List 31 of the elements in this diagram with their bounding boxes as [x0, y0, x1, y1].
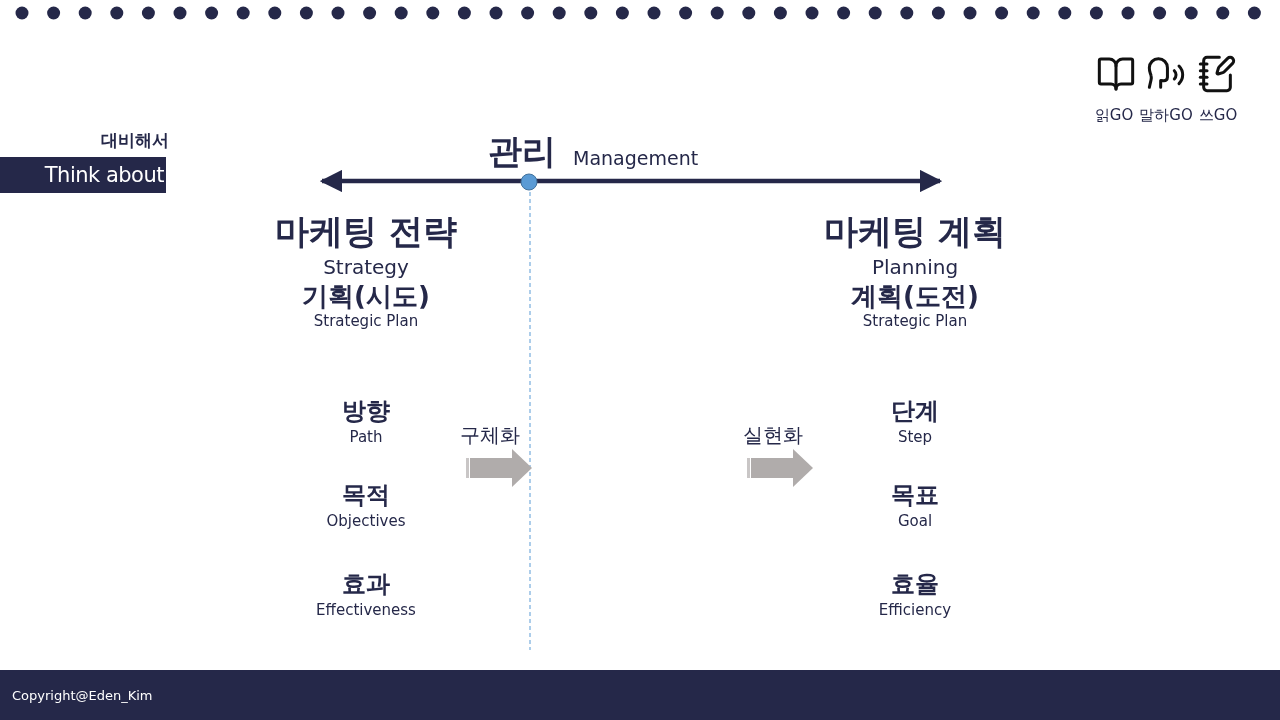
korean-term: 효율 [891, 569, 939, 599]
english-term: Step [897, 428, 933, 447]
korean-term: 효과 [342, 569, 390, 599]
korean-term: 목적 [342, 480, 390, 510]
english-term: Planning [871, 254, 959, 280]
subtitle-text: 대비해서 [101, 128, 169, 152]
korean-term: 목표 [891, 480, 939, 510]
english-term: Strategic Plan [313, 312, 419, 331]
icon-caption: 읽GO [1094, 105, 1134, 125]
korean-term: 계획(도전) [851, 279, 979, 312]
korean-term: 단계 [891, 396, 939, 426]
arrow-caption: 구체화 [460, 421, 520, 449]
axis-subtitle: Management [573, 147, 699, 169]
double-arrow [319, 169, 943, 193]
axis-title: 관리 [488, 130, 556, 173]
english-term: Effectiveness [316, 601, 416, 620]
section-banner: Think about [0, 157, 166, 193]
korean-term: 기획(시도) [302, 279, 430, 312]
english-term: Path [349, 428, 383, 447]
english-term: Strategic Plan [862, 312, 968, 331]
icon-caption: 말하GO [1139, 105, 1193, 125]
korean-term: 방향 [342, 396, 390, 426]
english-term: Objectives [326, 512, 406, 531]
english-term: Strategy [323, 254, 409, 280]
arrow-caption: 실현화 [743, 421, 803, 449]
icon-caption: 쓰GO [1198, 105, 1238, 125]
english-term: Goal [897, 512, 933, 531]
korean-term: 마케팅 계획 [824, 210, 1006, 253]
korean-term: 마케팅 전략 [275, 210, 457, 253]
english-term: Efficiency [878, 601, 952, 620]
copyright-text: Copyright@Eden_Kim [12, 687, 153, 703]
